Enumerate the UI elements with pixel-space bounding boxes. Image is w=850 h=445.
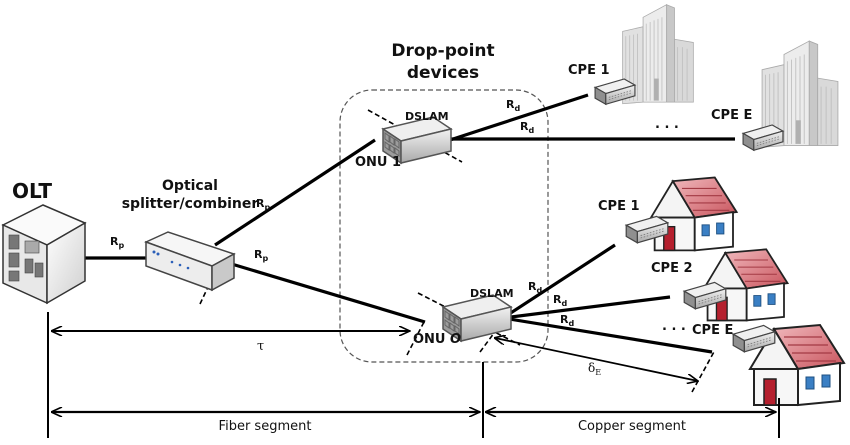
olt-label: OLT [12,179,52,203]
onuO-cpe1-link [502,243,616,320]
onuO-cpe2-link [502,295,671,320]
splitter-label-line2: splitter/combiner [122,196,259,212]
rate-onu1-cpe1: Rd [506,98,520,113]
onu1-label: ONU 1 [355,155,401,170]
fiber-links [85,138,426,324]
fiber-segment-label: Fiber segment [219,419,312,434]
segment-boundaries [47,312,780,438]
copper-links-onu1 [449,93,735,142]
house-cpeE-label: CPE E [692,323,733,338]
house-cpe2-label: CPE 2 [651,261,693,276]
tau-label: τ [257,339,264,354]
drop-point-title-line2: devices [407,63,479,83]
rate-onu1-cpeE: Rd [520,120,534,135]
rate-splitter-onu1: Rp [256,197,270,212]
house-ellipsis: . . . [662,319,686,334]
optical-splitter-icon [144,231,236,292]
rate-onuO-cpeE: Rd [560,313,574,328]
rate-olt-splitter: Rp [110,235,124,250]
splitter-label-line1: Optical [162,178,218,194]
building-cpeE-label: CPE E [711,108,752,123]
splitter-onu1-link [214,138,376,247]
delta-e-label: δE [588,361,601,377]
onuO-label: ONU O [413,332,461,347]
onu1-cpe1-link [449,93,589,142]
building-ellipsis: . . . [655,117,679,132]
delta-e-arrow [495,338,698,381]
onuO-device-label: DSLAM [470,287,514,300]
building-cpe1-label: CPE 1 [568,63,610,78]
rate-labels: Rp Rp Rp Rd Rd Rd Rd Rd [110,98,574,328]
copper-segment-label: Copper segment [578,419,686,434]
splitter-onuO-link [224,260,426,324]
rate-onuO-cpe1: Rd [528,280,542,295]
reference-marks [199,109,716,393]
drop-point-title-line1: Drop-point [391,41,494,61]
onu1-device-label: DSLAM [405,110,449,123]
rate-onuO-cpe2: Rd [553,293,567,308]
drop-point-region [339,89,549,363]
house-cpe1-label: CPE 1 [598,199,640,214]
olt-icon [1,204,87,305]
house-1-icon [650,176,738,252]
rate-splitter-onuO: Rp [254,248,268,263]
